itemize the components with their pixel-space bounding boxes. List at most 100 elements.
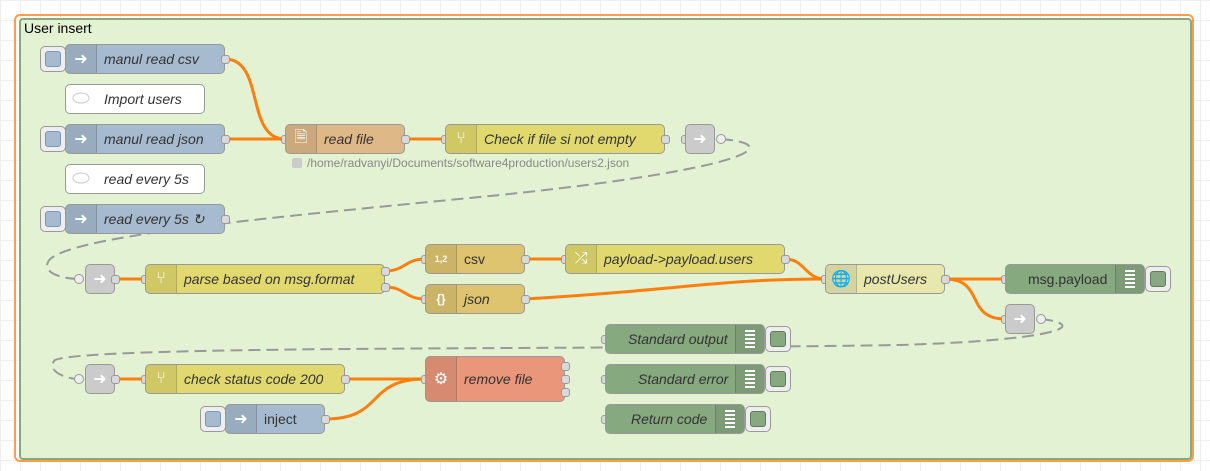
gear-icon: ⚙	[426, 357, 457, 401]
output-port[interactable]	[401, 135, 410, 144]
wire	[784, 257, 826, 281]
wire	[324, 377, 426, 421]
inject-button[interactable]	[40, 46, 66, 72]
node-read-file[interactable]: 🗎 read file	[285, 124, 405, 154]
node-label: manul read csv	[104, 51, 199, 67]
link-out-icon: ➜	[1006, 305, 1034, 333]
node-link-in[interactable]: ➜	[85, 364, 115, 394]
node-check-file-not-empty[interactable]: ⑂ Check if file si not empty	[445, 124, 665, 154]
switch-icon: ⑂	[146, 365, 177, 393]
icon-text: {}	[436, 292, 446, 306]
node-manul-read-json[interactable]: ➜ manul read json	[65, 124, 225, 154]
link-in-port[interactable]	[74, 274, 84, 284]
output-port[interactable]	[521, 255, 530, 264]
node-comment-import-users[interactable]: Import users	[65, 84, 205, 114]
node-link-out[interactable]: ➜	[1005, 304, 1035, 334]
debug-list-icon	[735, 365, 764, 393]
output-port[interactable]	[111, 375, 120, 384]
output-port[interactable]	[381, 267, 390, 276]
output-port[interactable]	[561, 362, 570, 371]
output-port[interactable]	[941, 275, 950, 284]
node-label: Standard error	[638, 371, 729, 387]
arrow-in-icon: ➜	[66, 45, 97, 73]
csv-parser-icon: 1,2	[426, 245, 457, 273]
node-check-status-code[interactable]: ⑂ check status code 200	[145, 364, 345, 394]
output-port[interactable]	[221, 215, 230, 224]
node-payload-to-users[interactable]: ⤮ payload->payload.users	[565, 244, 785, 274]
node-label: msg.payload	[1028, 271, 1108, 287]
node-link-in[interactable]: ➜	[85, 264, 115, 294]
node-manul-read-csv[interactable]: ➜ manul read csv	[65, 44, 225, 74]
icon-text: 1,2	[434, 254, 448, 264]
debug-toggle-button[interactable]	[765, 326, 791, 352]
globe-icon: 🌐	[826, 265, 857, 293]
file-icon: 🗎	[286, 125, 317, 153]
node-debug-msg-payload[interactable]: msg.payload	[1005, 264, 1145, 294]
wire	[524, 277, 826, 301]
group-label: User insert	[24, 20, 92, 36]
node-link-out[interactable]: ➜	[685, 124, 715, 154]
node-label: json	[464, 291, 490, 307]
node-debug-return-code[interactable]: Return code	[605, 404, 745, 434]
node-label: read file	[324, 131, 374, 147]
link-in-port[interactable]	[74, 374, 84, 384]
link-out-port[interactable]	[716, 134, 726, 144]
arrow-in-icon: ➜	[66, 205, 97, 233]
debug-toggle-button[interactable]	[1145, 266, 1171, 292]
link-wire	[46, 138, 751, 280]
output-port[interactable]	[521, 295, 530, 304]
node-label: Return code	[631, 411, 708, 427]
wire	[384, 285, 426, 301]
node-label: inject	[264, 411, 297, 427]
node-label: read every 5s	[104, 171, 189, 187]
node-parse-based-on-format[interactable]: ⑂ parse based on msg.format	[145, 264, 385, 294]
debug-list-icon	[735, 325, 764, 353]
node-label: read every 5s ↻	[104, 211, 205, 227]
change-icon: ⤮	[566, 245, 597, 273]
link-out-port[interactable]	[1036, 314, 1046, 324]
arrow-in-icon: ➜	[66, 125, 97, 153]
link-in-icon: ➜	[86, 365, 114, 393]
output-port[interactable]	[561, 388, 570, 397]
inject-button[interactable]	[200, 406, 226, 432]
node-inject[interactable]: ➜ inject	[225, 404, 325, 434]
output-port[interactable]	[781, 255, 790, 264]
node-label: remove file	[464, 371, 533, 387]
group-selection-border	[14, 14, 1194, 462]
node-label: csv	[464, 251, 485, 267]
inject-button[interactable]	[40, 206, 66, 232]
comment-icon	[66, 165, 96, 193]
node-label: Standard output	[628, 331, 728, 347]
debug-toggle-button[interactable]	[765, 366, 791, 392]
output-port[interactable]	[661, 135, 670, 144]
node-comment-read-every-5s[interactable]: read every 5s	[65, 164, 205, 194]
output-port[interactable]	[111, 275, 120, 284]
output-port[interactable]	[561, 375, 570, 384]
node-post-users[interactable]: 🌐 postUsers	[825, 264, 945, 294]
inject-button[interactable]	[40, 126, 66, 152]
output-port[interactable]	[341, 375, 350, 384]
node-remove-file[interactable]: ⚙ remove file	[425, 356, 565, 402]
output-port[interactable]	[381, 283, 390, 292]
status-text: /home/radvanyi/Documents/software4produc…	[307, 156, 630, 170]
json-parser-icon: {}	[426, 285, 457, 313]
switch-icon: ⑂	[146, 265, 177, 293]
arrow-in-icon: ➜	[226, 405, 257, 433]
node-label: parse based on msg.format	[184, 271, 355, 287]
output-port[interactable]	[221, 135, 230, 144]
node-status: /home/radvanyi/Documents/software4produc…	[292, 156, 629, 170]
node-debug-standard-output[interactable]: Standard output	[605, 324, 765, 354]
debug-toggle-button[interactable]	[745, 406, 771, 432]
node-json[interactable]: {} json	[425, 284, 525, 314]
output-port[interactable]	[221, 55, 230, 64]
node-csv[interactable]: 1,2 csv	[425, 244, 525, 274]
node-label: postUsers	[864, 271, 928, 287]
debug-list-icon	[715, 405, 744, 433]
node-debug-standard-error[interactable]: Standard error	[605, 364, 765, 394]
node-label: Check if file si not empty	[484, 131, 636, 147]
comment-icon	[66, 85, 96, 113]
output-port[interactable]	[321, 415, 330, 424]
wire	[384, 257, 426, 273]
debug-list-icon	[1115, 265, 1144, 293]
node-read-every-5s[interactable]: ➜ read every 5s ↻	[65, 204, 225, 234]
